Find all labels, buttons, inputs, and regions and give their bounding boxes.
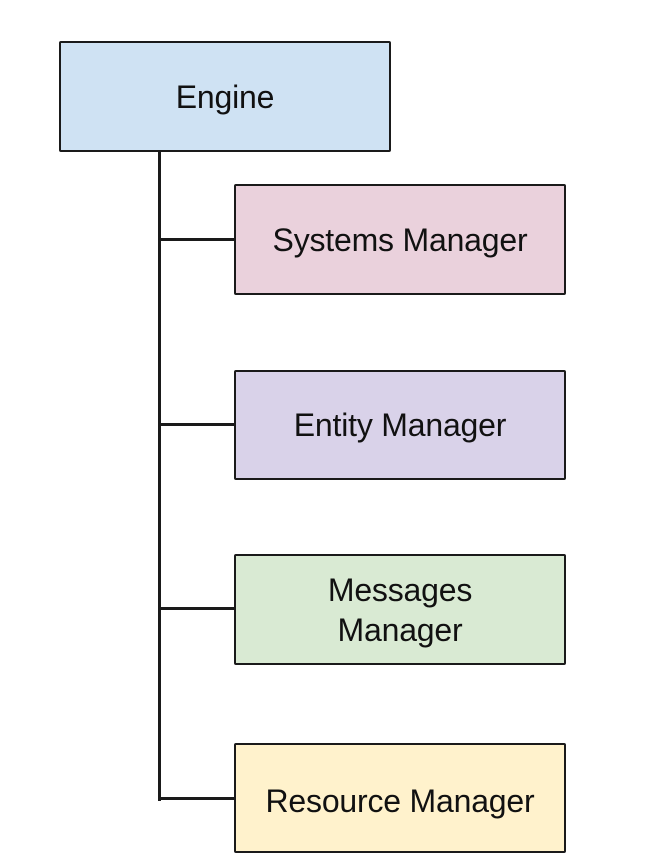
branch-connector-systems [158,238,236,241]
branch-connector-resource [158,797,236,800]
messages-manager-node: Messages Manager [234,554,566,665]
systems-manager-label: Systems Manager [272,221,528,258]
messages-manager-label-line-1: Messages [327,571,473,608]
messages-manager-label-line-2: Manager [337,611,463,648]
resource-manager-node: Resource Manager [234,743,566,853]
messages-manager-label: Messages Manager [328,570,472,650]
resource-manager-label: Resource Manager [265,783,535,819]
engine-label: Engine [175,78,275,115]
entity-manager-label: Entity Manager [293,407,507,443]
branch-connector-entity [158,423,236,426]
trunk-connector [158,151,161,801]
engine-node: Engine [59,41,391,152]
entity-manager-node: Entity Manager [234,370,566,480]
branch-connector-messages [158,607,236,610]
systems-manager-node: Systems Manager [234,184,566,295]
